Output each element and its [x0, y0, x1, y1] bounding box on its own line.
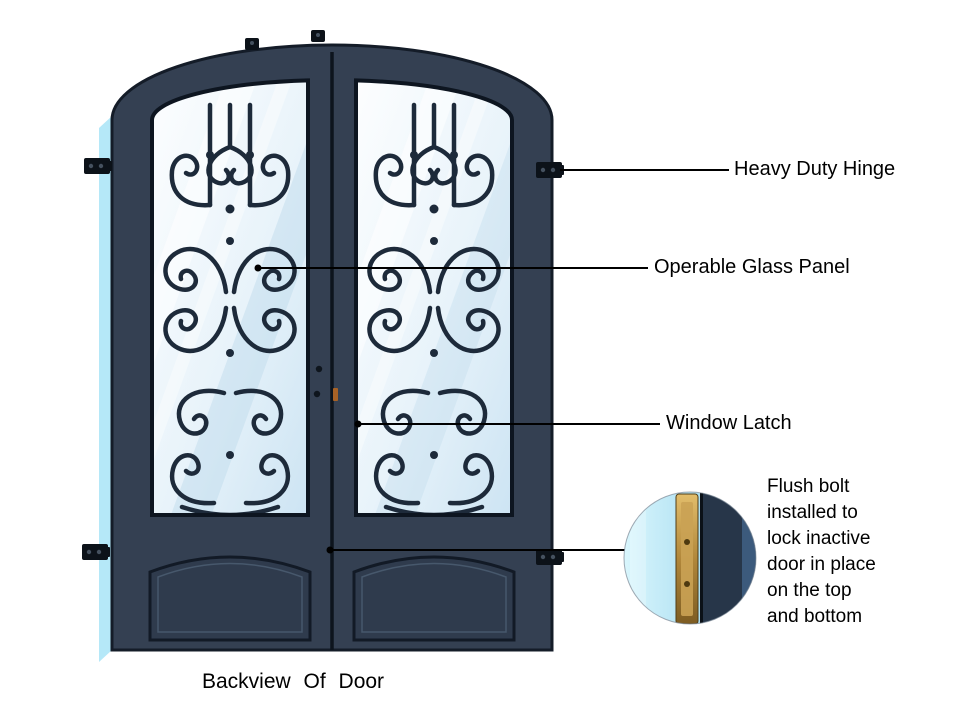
top-bracket-icon-left: [245, 38, 259, 50]
top-bracket-icon-center: [311, 30, 325, 42]
door-latch-hardware: [313, 365, 338, 401]
lower-panel-left: [148, 555, 312, 642]
hinge-icon-left-bottom: [82, 544, 110, 560]
window-latch-label: Window Latch: [666, 412, 792, 434]
callout-dots: [254, 264, 362, 554]
diagram-caption: Backview Of Door: [202, 670, 385, 693]
hinge-icon-right-bottom: [536, 549, 564, 565]
callout-dot-flush-bolt: [326, 546, 334, 554]
glass-panel-right: [354, 78, 514, 517]
lower-panel-right: [352, 555, 516, 642]
heavy-duty-hinge-label: Heavy Duty Hinge: [734, 158, 896, 180]
operable-glass-panel-label: Operable Glass Panel: [654, 256, 850, 278]
flush-bolt-note: Flush bolt installed to lock inactive do…: [767, 476, 876, 627]
flush-bolt-detail-inset: [623, 491, 757, 625]
callout-dot-window-latch: [354, 420, 362, 428]
hinge-icon-left-top: [84, 158, 112, 174]
glass-panel-left: [150, 78, 310, 517]
callout-dot-glass-panel: [254, 264, 262, 272]
door-frame-edge: [99, 116, 112, 662]
callout-lines: [258, 169, 729, 551]
hinge-icon-right-top: [536, 162, 564, 178]
